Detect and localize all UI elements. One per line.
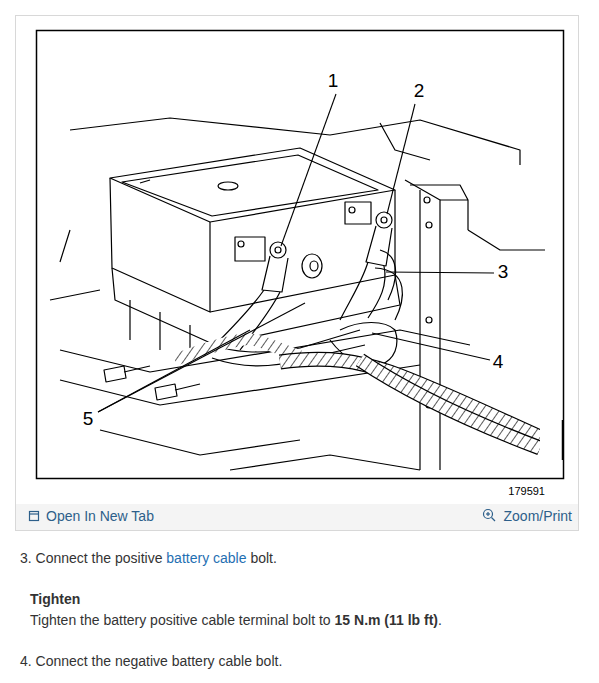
note-heading: Tighten	[30, 591, 80, 607]
figure-number: 179591	[508, 485, 545, 497]
instruction-text: bolt.	[250, 550, 276, 566]
battery-drawing	[50, 118, 545, 470]
text-line: Tighten the battery positive cable termi…	[30, 612, 442, 628]
instruction-text: .	[438, 612, 442, 628]
instruction-text: Tighten the battery positive cable termi…	[30, 612, 331, 628]
leader-line	[98, 94, 494, 412]
callout-number: 5	[82, 409, 95, 429]
toolbar-link: Zoom/Print	[504, 508, 572, 524]
callout-number: 1	[327, 71, 340, 91]
text-line: 4. Connect the negative battery cable bo…	[20, 653, 282, 669]
toolbar	[16, 504, 578, 530]
callout-number: 4	[492, 352, 505, 372]
harness-loom	[360, 360, 540, 448]
drawing-frame	[37, 31, 564, 479]
torque-value: 15 N.m (11 lb ft)	[335, 612, 438, 628]
toolbar-link: Open In New Tab	[46, 508, 154, 524]
text-line: Tighten	[30, 591, 80, 607]
link-text: battery cable	[166, 550, 246, 566]
callout-number: 2	[413, 81, 426, 101]
callout-number: 3	[497, 262, 510, 282]
frame-mask	[540, 425, 560, 457]
harness-loom	[360, 360, 540, 448]
figure-card	[16, 16, 579, 531]
text-line: 3. Connect the positivebattery cablebolt…	[20, 550, 277, 566]
instruction-text: 3. Connect the positive	[20, 550, 162, 566]
instruction-text: 4. Connect the negative battery cable bo…	[20, 653, 282, 669]
